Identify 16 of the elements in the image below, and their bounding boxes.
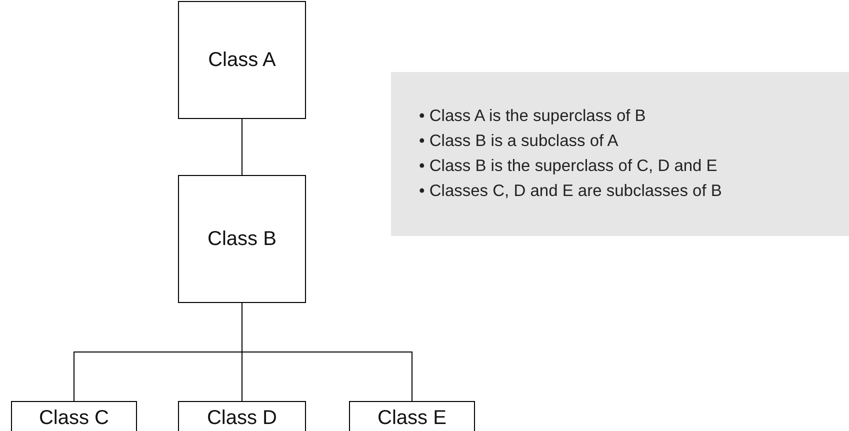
bullet-text: • Class B is a subclass of A	[419, 131, 620, 152]
bullet-text: • Class A is the superclass of B	[419, 106, 647, 127]
class-box	[178, 1, 306, 119]
bullet-text: • Classes C, D and E are subclasses of B	[419, 181, 722, 202]
class-label: Class C	[38, 406, 109, 430]
class-box	[11, 401, 137, 431]
class-box	[349, 401, 475, 431]
class-box	[178, 401, 306, 431]
class-label: Class D	[206, 406, 277, 430]
class-label: Class B	[208, 228, 276, 250]
note-panel	[391, 72, 849, 236]
class-box	[178, 175, 306, 303]
class-label: Class E	[378, 406, 446, 430]
connector-line	[242, 302, 412, 402]
class-label: Class A	[208, 48, 276, 72]
bullet-text: • Class B is the superclass of C, D and E	[419, 156, 718, 177]
